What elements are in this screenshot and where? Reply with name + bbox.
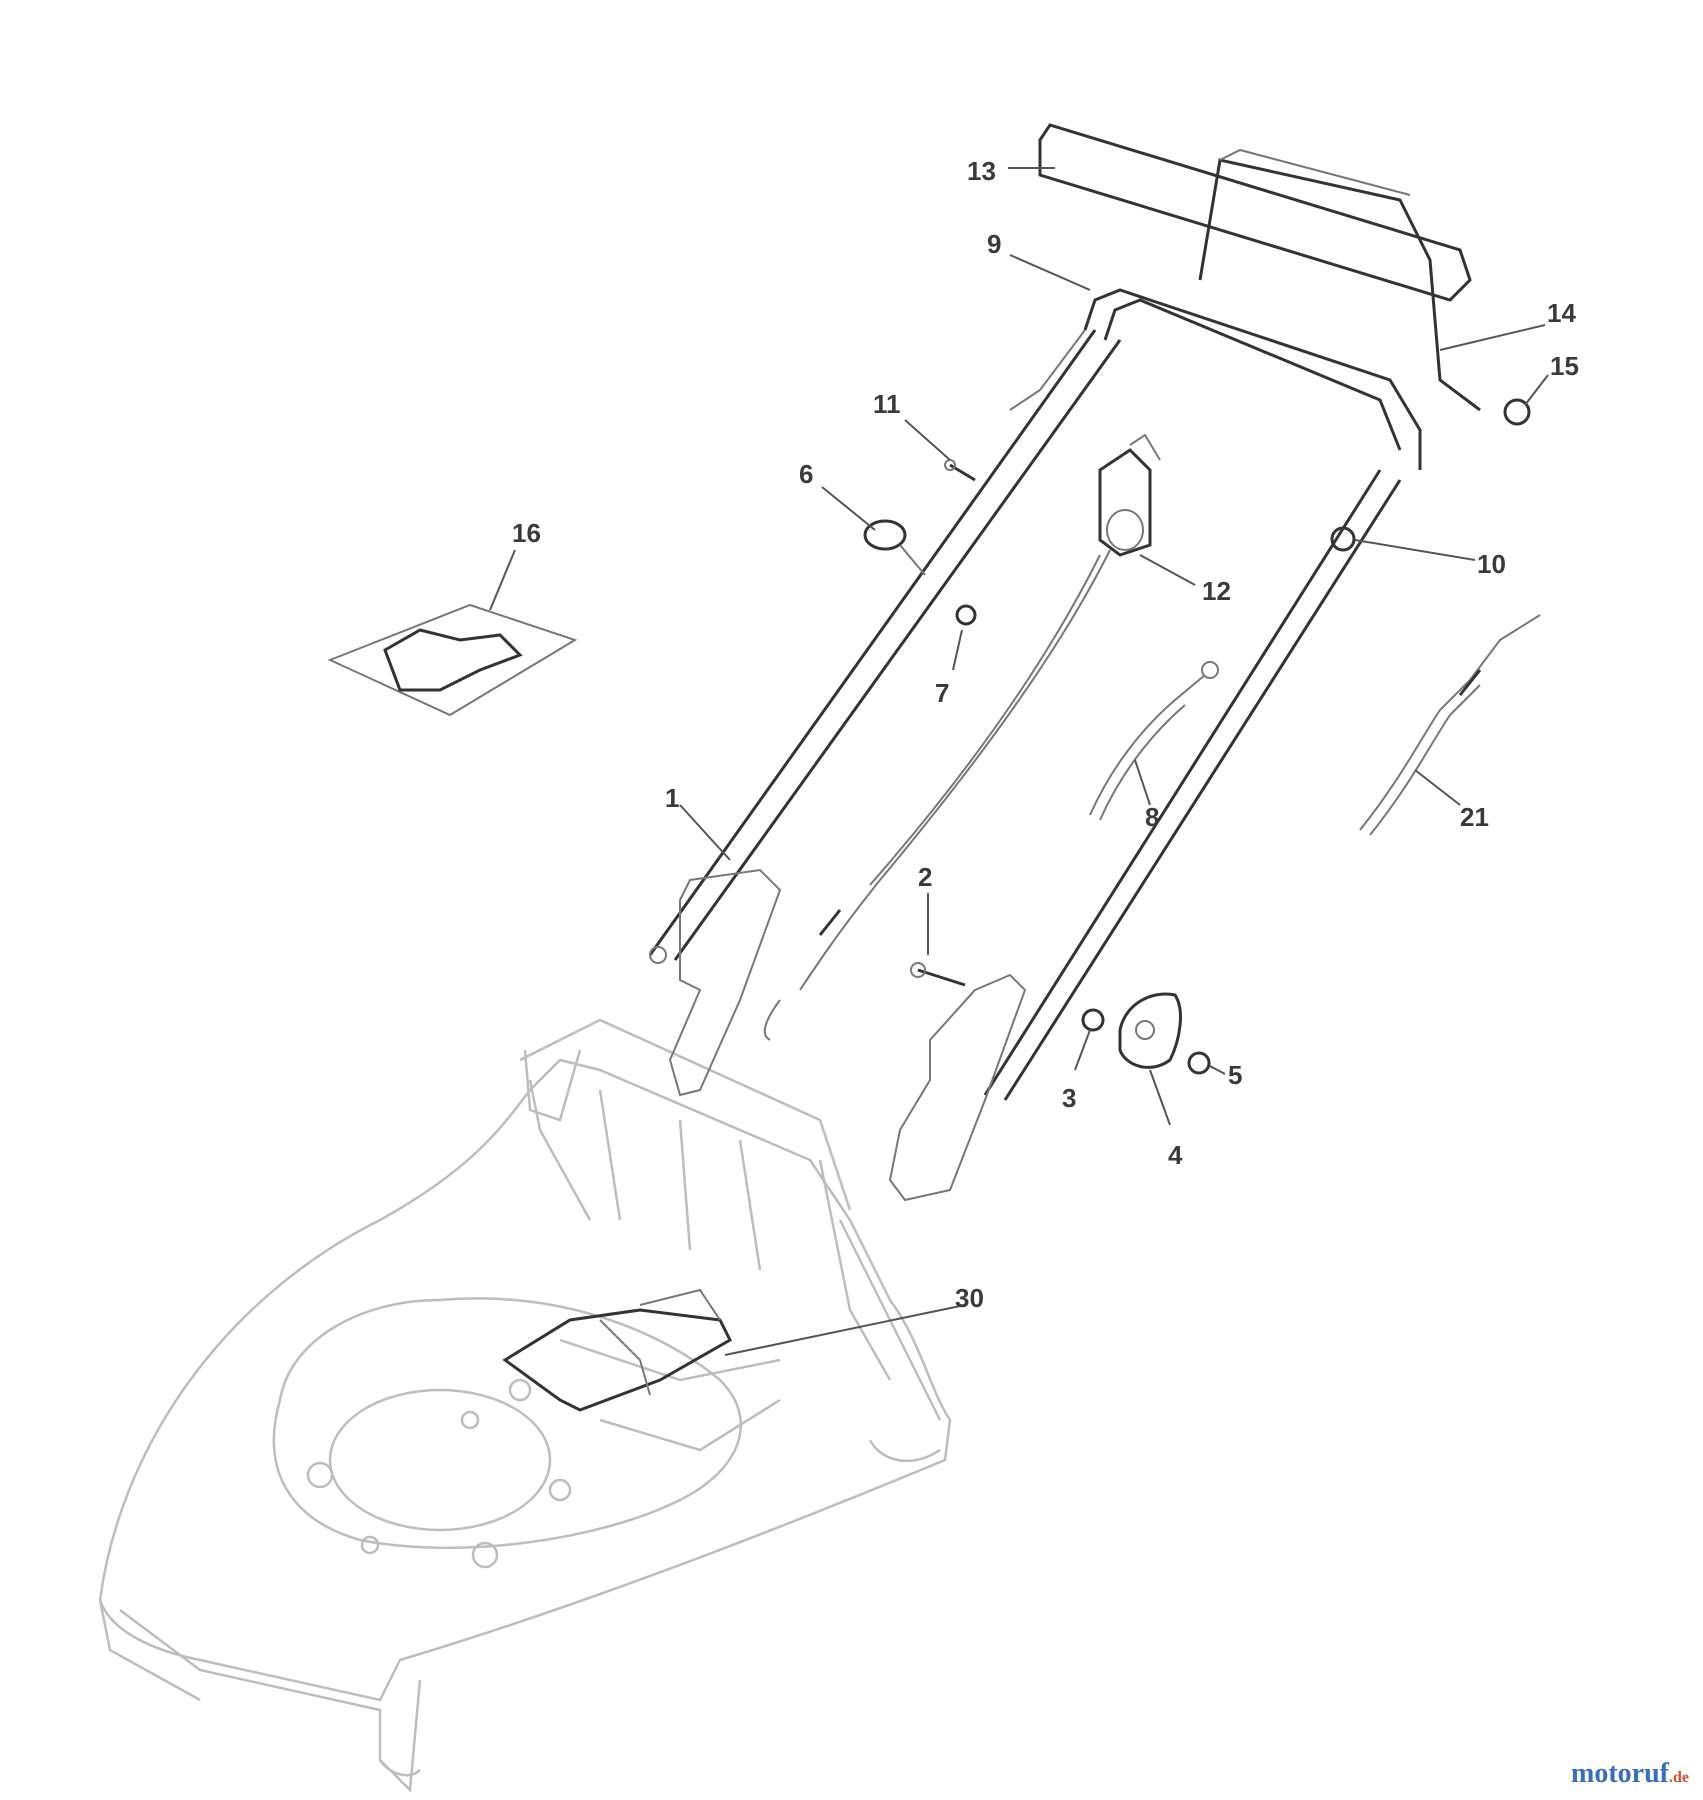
callout-label: 9 <box>987 229 1001 259</box>
callout-label: 7 <box>935 678 949 708</box>
right-bracket <box>888 973 1027 1202</box>
part-knob <box>1503 398 1531 426</box>
callout-label: 2 <box>918 862 932 892</box>
mower-deck <box>98 1018 952 1793</box>
callout-label: 14 <box>1547 298 1576 328</box>
cable-8 <box>1089 661 1219 821</box>
callout-label: 21 <box>1460 802 1489 832</box>
throttle-cable <box>763 549 1111 1041</box>
callout-label: 1 <box>665 783 679 813</box>
throttle-lever <box>1098 433 1161 557</box>
watermark-suffix: .de <box>1669 1769 1689 1786</box>
watermark-text: motoruf <box>1571 1758 1669 1789</box>
callout-label: 15 <box>1550 351 1579 381</box>
part-nut-5 <box>1187 1051 1211 1075</box>
part-knob-10 <box>1330 526 1356 552</box>
callout-label: 10 <box>1477 549 1506 579</box>
callout-label: 12 <box>1202 576 1231 606</box>
part-bolt-2 <box>910 962 966 987</box>
top-bar <box>1038 123 1472 302</box>
callout-label: 8 <box>1145 802 1159 832</box>
part-flap <box>502 1288 732 1412</box>
callout-label: 3 <box>1062 1083 1076 1113</box>
watermark-logo: motoruf.de <box>1571 1758 1689 1790</box>
cable-21 <box>1359 614 1541 836</box>
callout-label: 6 <box>799 459 813 489</box>
part-knob-4 <box>1118 992 1182 1069</box>
callout-label: 5 <box>1228 1060 1242 1090</box>
lower-handle-right <box>983 469 1402 1101</box>
part-nut-3 <box>1081 1008 1105 1032</box>
upper-handle <box>1009 288 1422 470</box>
leader-lines <box>489 167 1549 1356</box>
part-clamp-6 <box>863 519 926 576</box>
part-bolt-11 <box>944 459 976 482</box>
left-bracket <box>668 868 782 1097</box>
callout-labels: 1 2 3 4 5 6 7 8 9 10 11 12 13 14 15 16 2… <box>512 156 1579 1313</box>
hardware-bag <box>327 603 578 717</box>
bail-lever <box>1198 148 1481 412</box>
part-nut-7 <box>955 604 977 626</box>
callout-label: 30 <box>955 1283 984 1313</box>
callout-label: 16 <box>512 518 541 548</box>
callout-label: 13 <box>967 156 996 186</box>
lower-handle-left <box>648 329 1122 964</box>
callout-label: 11 <box>873 389 901 419</box>
callout-label: 4 <box>1168 1140 1183 1170</box>
